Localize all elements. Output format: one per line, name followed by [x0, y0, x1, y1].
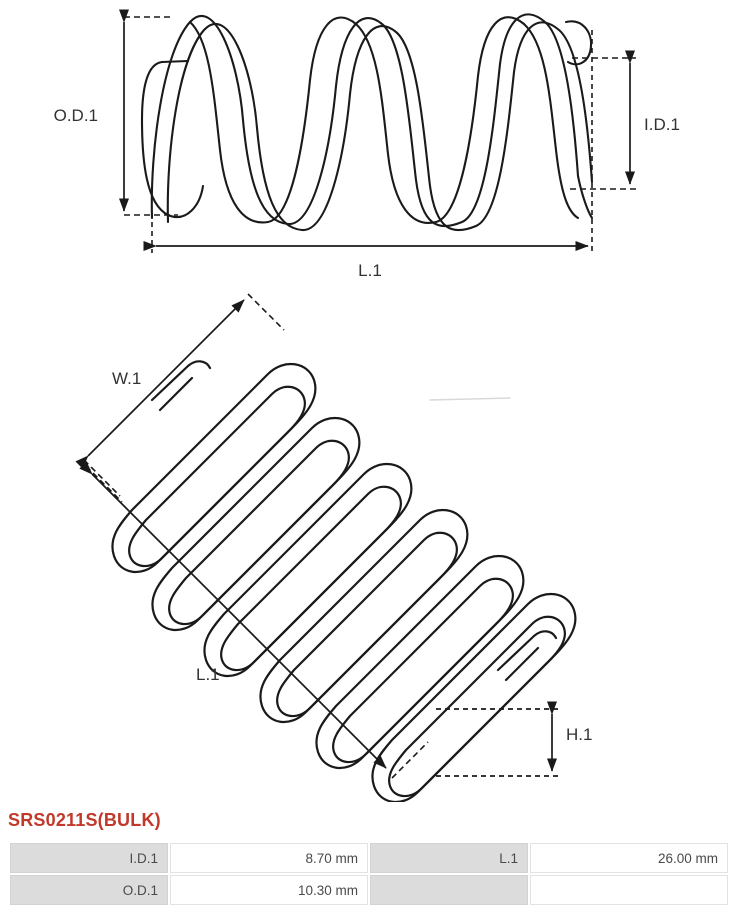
dimension-od1: O.D.1 — [54, 9, 178, 216]
spec-value-id1: 8.70 mm — [170, 843, 368, 873]
dimension-l1-side: L.1 — [143, 30, 593, 280]
dimension-label-h1: H.1 — [566, 725, 592, 744]
dimension-l1-iso: L.1 — [79, 461, 429, 779]
spring-coils-isometric — [111, 360, 577, 802]
spec-label-empty — [370, 875, 528, 905]
dimension-label-od1: O.D.1 — [54, 106, 98, 125]
dimension-label-l1-side: L.1 — [358, 261, 382, 280]
dimension-label-w1: W.1 — [112, 369, 141, 388]
dimension-label-id1: I.D.1 — [644, 115, 680, 134]
spec-value-l1: 26.00 mm — [530, 843, 728, 873]
dimension-h1: H.1 — [436, 701, 592, 777]
specification-table: I.D.1 8.70 mm L.1 26.00 mm O.D.1 10.30 m… — [8, 841, 730, 907]
spec-value-od1: 10.30 mm — [170, 875, 368, 905]
spec-label-l1: L.1 — [370, 843, 528, 873]
spec-value-empty — [530, 875, 728, 905]
compression-spring-isometric-view: W.1 L.1 H.1 — [75, 293, 592, 802]
part-number-title: SRS0211S(BULK) — [8, 810, 161, 830]
table-row: I.D.1 8.70 mm L.1 26.00 mm — [10, 843, 728, 873]
dimension-id1: I.D.1 — [570, 50, 680, 190]
spec-label-id1: I.D.1 — [10, 843, 168, 873]
spring-coils-side — [140, 13, 594, 232]
table-row: O.D.1 10.30 mm — [10, 875, 728, 905]
spec-label-od1: O.D.1 — [10, 875, 168, 905]
dimension-label-l1-iso: L.1 — [196, 665, 220, 684]
compression-spring-side-view: O.D.1 I.D.1 L.1 — [54, 9, 680, 280]
